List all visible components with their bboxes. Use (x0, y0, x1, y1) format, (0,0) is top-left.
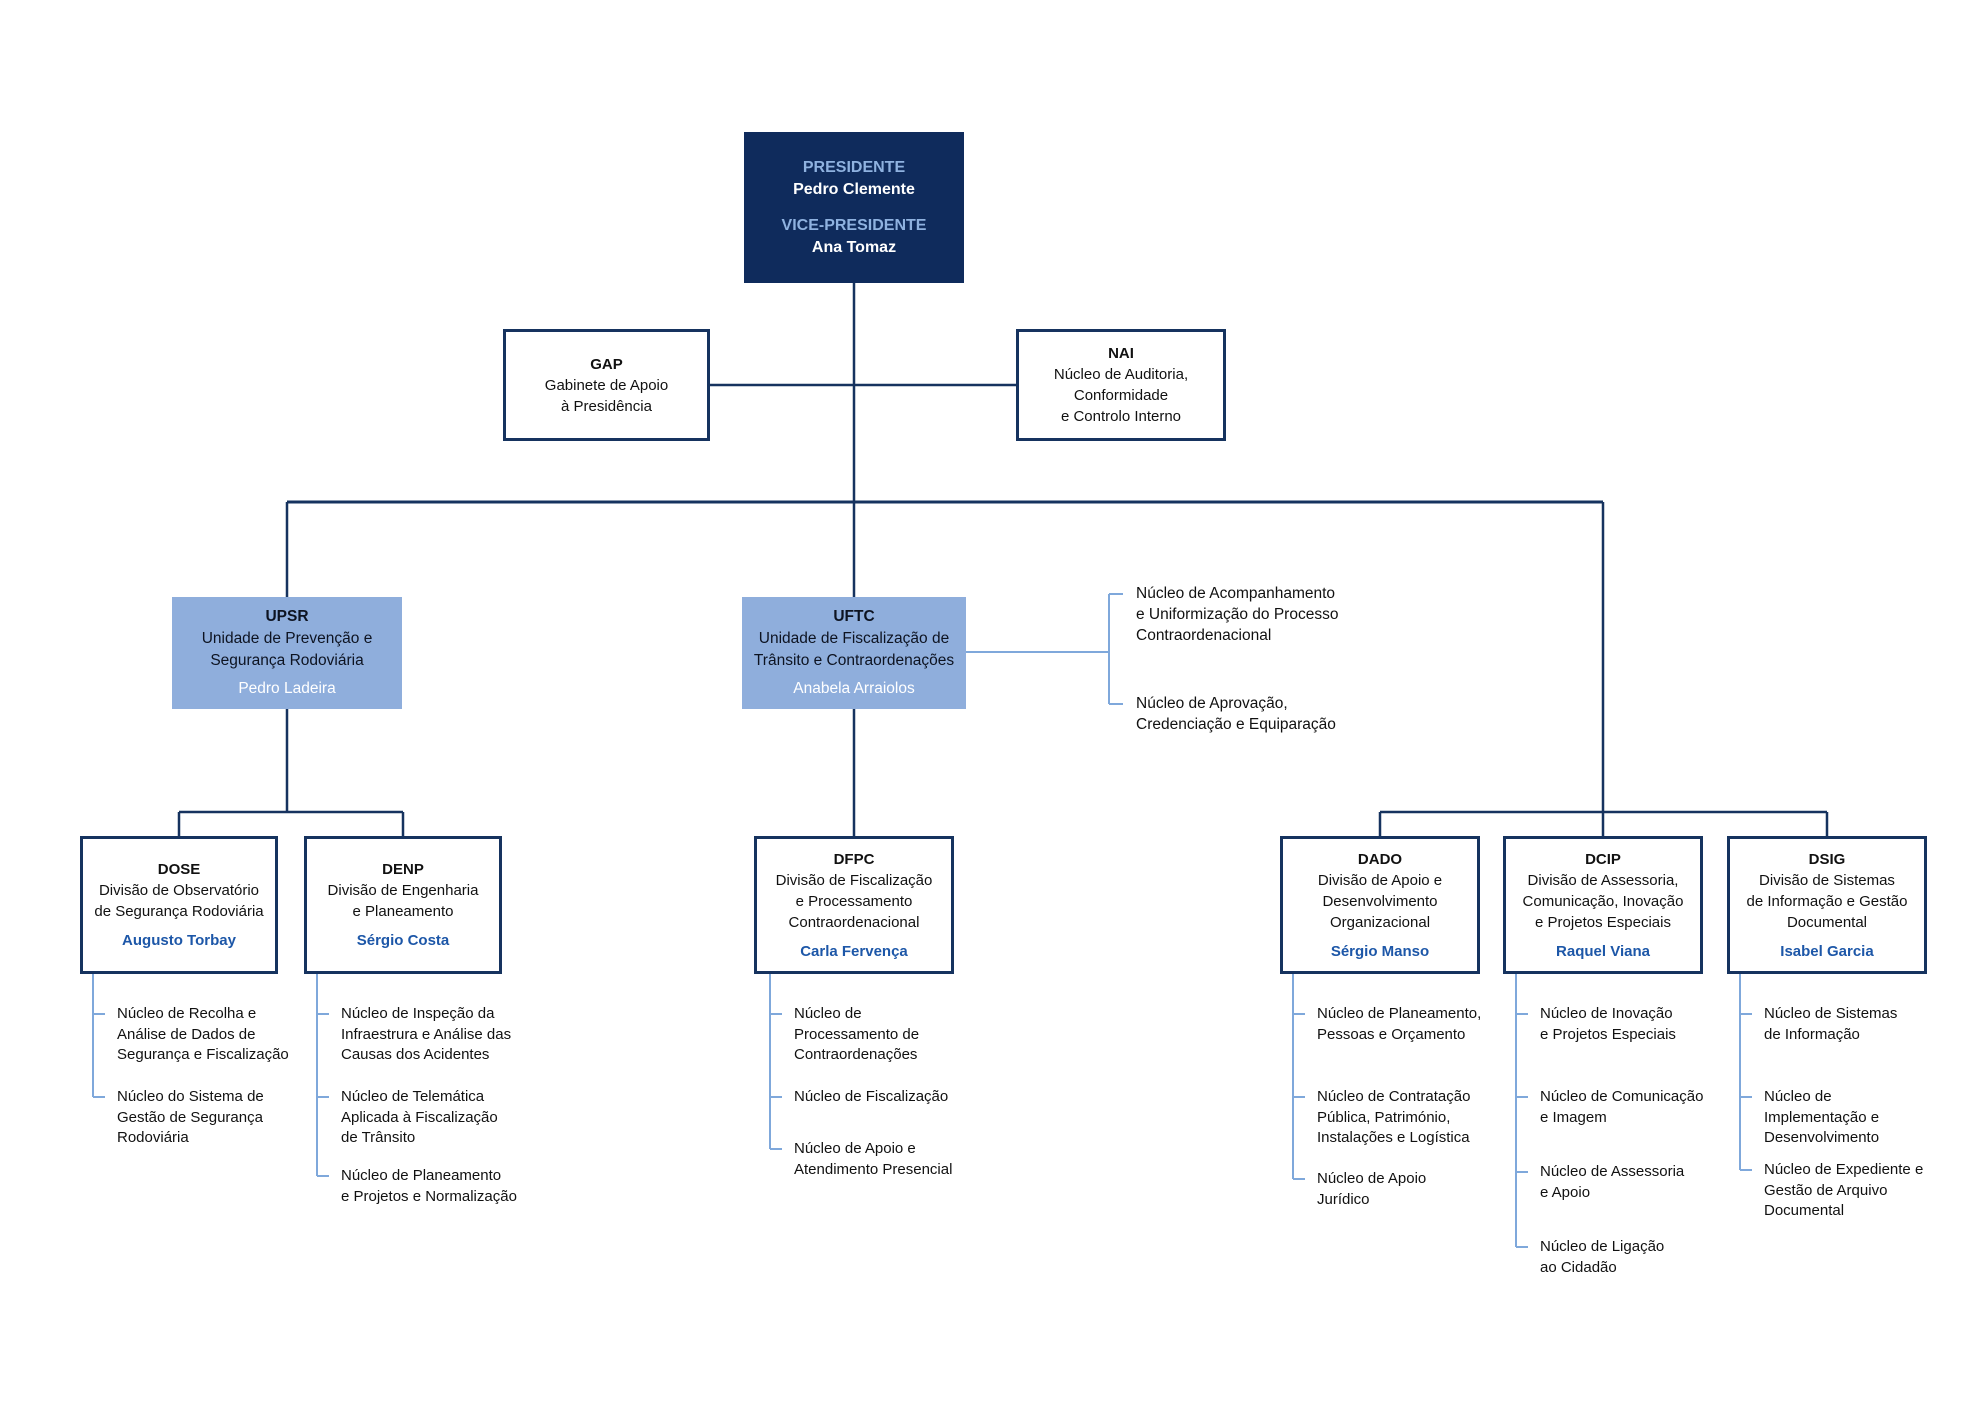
denp-nucleo-item-0: Núcleo de Inspeção da Infraestrura e Aná… (341, 1005, 512, 1063)
dfpc-acronym: DFPC (833, 850, 875, 868)
dcip-nucleo-item-0: Núcleo de Inovação e Projetos Especiais (1540, 1005, 1676, 1043)
nai-name: Núcleo de Auditoria, Conformidade e Cont… (1053, 366, 1189, 425)
division-box-dcip: DCIP Divisão de Assessoria, Comunicação,… (1503, 836, 1703, 974)
vice-president-title: VICE-PRESIDENTE (781, 216, 927, 234)
upsr-name: Unidade de Prevenção e Segurança Rodoviá… (201, 630, 373, 669)
dfpc-nucleo-item-2: Núcleo de Apoio e Atendimento Presencial (794, 1140, 953, 1178)
dado-name: Divisão de Apoio e Desenvolvimento Organ… (1317, 871, 1443, 931)
uftc-name: Unidade de Fiscalização de Trânsito e Co… (753, 630, 955, 669)
division-box-dsig: DSIG Divisão de Sistemas de Informação e… (1727, 836, 1927, 974)
denp-nucleo-item-1: Núcleo de Telemática Aplicada à Fiscaliz… (341, 1088, 498, 1146)
upsr-manager: Pedro Ladeira (238, 680, 336, 697)
dcip-acronym: DCIP (1585, 850, 1621, 868)
dcip-name: Divisão de Assessoria, Comunicação, Inov… (1522, 871, 1684, 931)
dcip-nucleo-item-3: Núcleo de Ligação ao Cidadão (1540, 1238, 1665, 1276)
dfpc-nucleo-item-1: Núcleo de Fiscalização (794, 1088, 949, 1105)
dose-manager: Augusto Torbay (122, 932, 236, 949)
denp-nucleo-item-2: Núcleo de Planeamento e Projetos e Norma… (341, 1167, 517, 1205)
dfpc-manager: Carla Fervença (800, 942, 908, 960)
gap-acronym: GAP (590, 355, 623, 373)
connector-denp-nuclei (316, 974, 329, 1177)
dado-acronym: DADO (1357, 850, 1403, 868)
dcip-manager: Raquel Viana (1556, 942, 1650, 960)
dado-manager: Sérgio Manso (1330, 942, 1430, 960)
presidency-box: PRESIDENTE Pedro Clemente VICE-PRESIDENT… (744, 132, 964, 283)
connector-right-branch (1378, 810, 1829, 836)
division-box-dado: DADO Divisão de Apoio e Desenvolvimento … (1280, 836, 1480, 974)
gap-name: Gabinete de Apoio à Presidência (544, 376, 669, 415)
gap-box: GAP Gabinete de Apoio à Presidência (503, 329, 710, 441)
dsig-manager: Isabel Garcia (1780, 942, 1874, 960)
uftc-nucleo-item-0: Núcleo de Acompanhamento e Uniformização… (1136, 585, 1339, 644)
connector-dsig-nuclei (1739, 974, 1752, 1171)
connector-dado-nuclei (1292, 974, 1305, 1180)
division-box-dose: DOSE Divisão de Observatório de Seguranç… (80, 836, 278, 974)
dado-nucleo-item-2: Núcleo de Apoio Jurídico (1317, 1170, 1427, 1208)
dose-acronym: DOSE (157, 861, 201, 878)
dose-name: Divisão de Observatório de Segurança Rod… (94, 882, 264, 920)
uftc-manager: Anabela Arraiolos (793, 680, 915, 697)
connector-dfpc-nuclei (769, 974, 782, 1150)
uftc-nucleo-item-1: Núcleo de Aprovação, Credenciação e Equi… (1136, 695, 1336, 733)
dsig-nucleo-item-1: Núcleo de Implementação e Desenvolviment… (1764, 1088, 1880, 1146)
denp-acronym: DENP (382, 861, 424, 878)
connector-upsr-children (177, 708, 405, 836)
dfpc-nucleo-item-0: Núcleo de Processamento de Contraordenaç… (794, 1005, 920, 1063)
vice-president-name: Ana Tomaz (811, 238, 897, 256)
dose-nucleo-item-1: Núcleo do Sistema de Gestão de Segurança… (117, 1088, 264, 1146)
unit-box-upsr: UPSR Unidade de Prevenção e Segurança Ro… (172, 597, 402, 709)
unit-box-uftc: UFTC Unidade de Fiscalização de Trânsito… (742, 597, 966, 709)
dado-nucleo-item-1: Núcleo de Contratação Pública, Patrimóni… (1317, 1088, 1471, 1146)
connector-uftc-side-nuclei (966, 593, 1123, 705)
nai-acronym: NAI (1108, 345, 1134, 362)
division-box-denp: DENP Divisão de Engenharia e Planeamento… (304, 836, 502, 974)
president-name: Pedro Clemente (793, 180, 915, 198)
dsig-acronym: DSIG (1808, 850, 1846, 868)
dcip-nucleo-item-2: Núcleo de Assessoria e Apoio (1540, 1163, 1685, 1201)
dose-nucleo-item-0: Núcleo de Recolha e Análise de Dados de … (117, 1005, 289, 1063)
dado-nucleo-item-0: Núcleo de Planeamento, Pessoas e Orçamen… (1317, 1005, 1482, 1043)
division-box-dfpc: DFPC Divisão de Fiscalização e Processam… (754, 836, 954, 974)
connector-dose-nuclei (92, 974, 105, 1098)
dfpc-name: Divisão de Fiscalização e Processamento … (775, 871, 933, 931)
denp-name: Divisão de Engenharia e Planeamento (327, 882, 479, 920)
dsig-nucleo-item-2: Núcleo de Expediente e Gestão de Arquivo… (1764, 1161, 1924, 1219)
dsig-nucleo-item-0: Núcleo de Sistemas de Informação (1764, 1005, 1898, 1043)
nai-box: NAI Núcleo de Auditoria, Conformidade e … (1016, 329, 1226, 441)
uftc-acronym: UFTC (833, 608, 875, 625)
connector-president-staff (710, 283, 1016, 502)
dcip-nucleo-item-1: Núcleo de Comunicação e Imagem (1540, 1088, 1704, 1126)
denp-manager: Sérgio Costa (356, 932, 450, 949)
upsr-acronym: UPSR (265, 608, 309, 625)
president-title: PRESIDENTE (802, 158, 906, 176)
connector-dcip-nuclei (1515, 974, 1528, 1248)
dsig-name: Divisão de Sistemas de Informação e Gest… (1746, 871, 1908, 931)
